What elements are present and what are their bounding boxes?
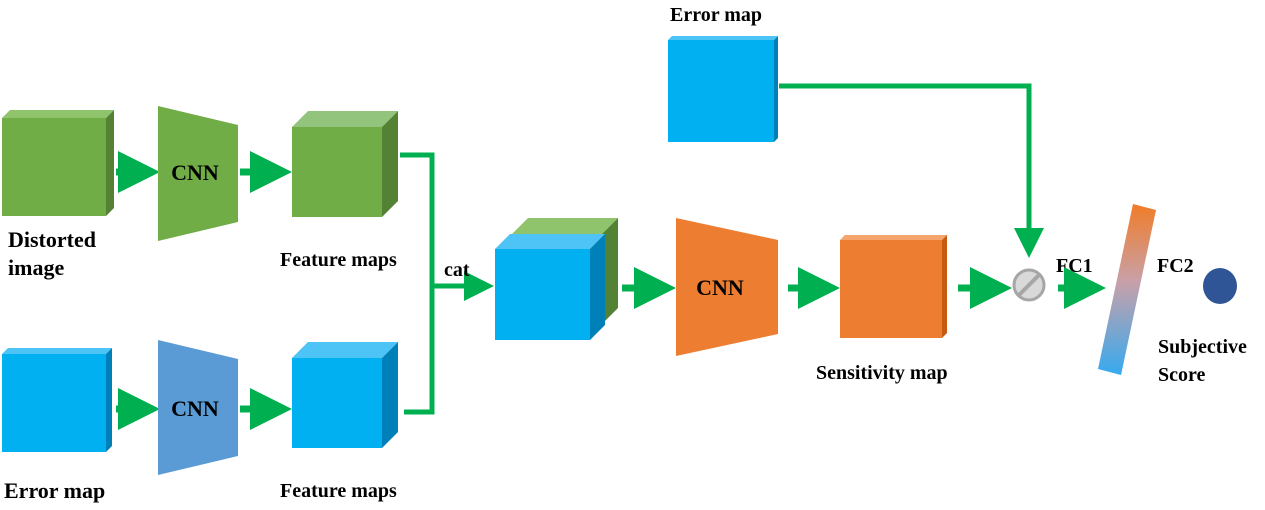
cat-label: cat bbox=[444, 259, 470, 281]
feature-maps-bottom-block bbox=[292, 342, 398, 448]
cnn-sensitivity bbox=[676, 218, 778, 356]
subjective-score-label-line2: Score bbox=[1158, 364, 1206, 386]
cnn-bottom-label: CNN bbox=[171, 396, 219, 421]
error-map-input-label: Error map bbox=[4, 478, 105, 503]
cnn-top-label: CNN bbox=[171, 160, 219, 185]
error-map-top-label: Error map bbox=[670, 4, 762, 26]
error-map-input-block bbox=[2, 348, 112, 452]
distorted-image-label-line2: image bbox=[8, 255, 64, 280]
sensitivity-map-label: Sensitivity map bbox=[816, 362, 948, 384]
fc2-label: FC2 bbox=[1157, 255, 1194, 277]
concatenated-features-block bbox=[495, 218, 618, 340]
subjective-score-label-line1: Subjective bbox=[1158, 336, 1247, 358]
score-node bbox=[1203, 268, 1237, 304]
fc1-label: FC1 bbox=[1056, 255, 1093, 277]
cnn-middle-label: CNN bbox=[696, 275, 744, 300]
distorted-image-label-line1: Distorted bbox=[8, 227, 96, 252]
distorted-image-block bbox=[2, 110, 114, 216]
element-wise-product-icon bbox=[1012, 268, 1046, 302]
feature-maps-top-label: Feature maps bbox=[280, 249, 397, 271]
error-map-top-block bbox=[668, 36, 778, 142]
feature-maps-top-block bbox=[292, 111, 398, 217]
error-map-connector bbox=[779, 83, 1044, 258]
cnn-encoder-bottom bbox=[158, 340, 238, 475]
sensitivity-map-block bbox=[840, 235, 947, 338]
fc1-layer bbox=[1098, 204, 1156, 375]
concat-connector bbox=[400, 152, 435, 415]
cnn-encoder-top bbox=[158, 106, 238, 241]
feature-maps-bottom-label: Feature maps bbox=[280, 480, 397, 502]
